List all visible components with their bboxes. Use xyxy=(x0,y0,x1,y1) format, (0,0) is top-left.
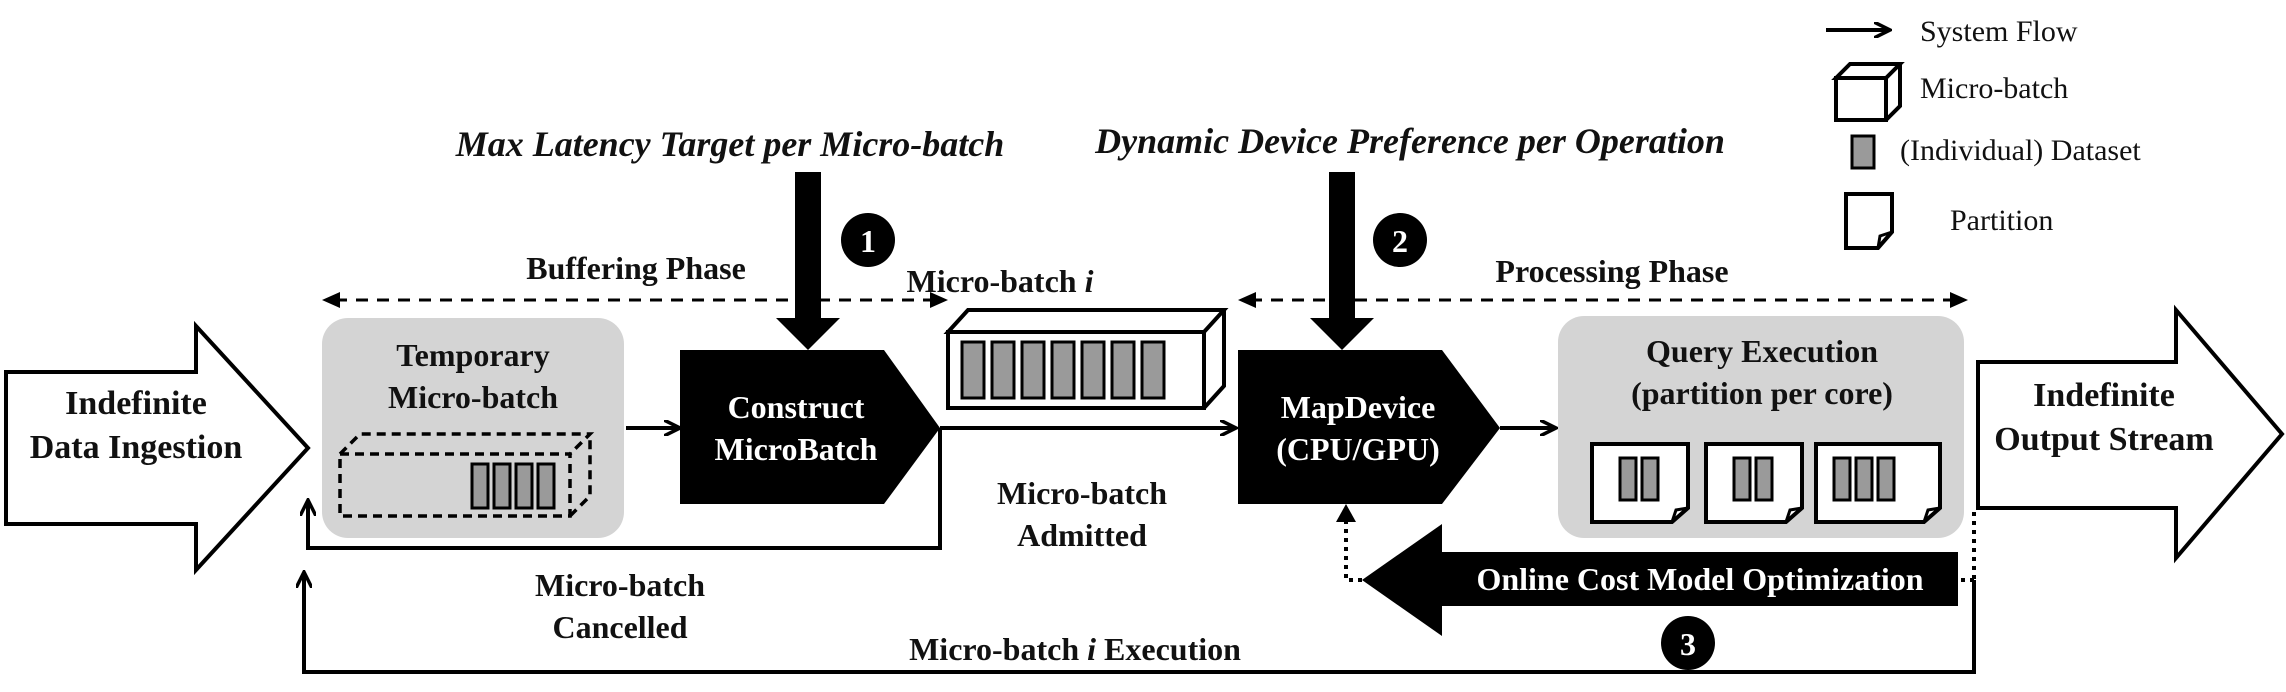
flow-cancelled xyxy=(308,428,942,550)
query-execution-node: Query Execution (partition per core) xyxy=(1558,316,1964,538)
svg-text:Indefinite: Indefinite xyxy=(65,385,207,422)
svg-text:Construct: Construct xyxy=(728,389,865,425)
legend-micro-batch-label: Micro-batch xyxy=(1920,72,2068,105)
cancelled-label-line2: Cancelled xyxy=(552,609,687,645)
micro-batch-i-cube xyxy=(943,308,1229,410)
svg-text:Data Ingestion: Data Ingestion xyxy=(30,429,243,466)
dataset-icon xyxy=(960,340,986,400)
device-preference-input-arrow xyxy=(1310,172,1374,350)
micro-batch-i-datasets xyxy=(960,340,1166,400)
dataset-icon xyxy=(492,462,512,510)
dataset-icon xyxy=(514,462,534,510)
dataset-icon xyxy=(470,462,490,510)
processing-phase-span xyxy=(1238,292,1968,308)
dataset-icon xyxy=(1854,456,1874,502)
step-badge-3: 3 xyxy=(1661,616,1715,670)
svg-text:Output Stream: Output Stream xyxy=(1994,421,2213,458)
temporary-micro-batch-node: Temporary Micro-batch xyxy=(322,318,624,538)
dataset-icon xyxy=(1050,340,1076,400)
step-badge-1: 1 xyxy=(841,213,895,267)
cost-model-optimization-node: Online Cost Model Optimization xyxy=(1362,524,1958,636)
cost-model-feedback-links xyxy=(1336,504,1976,582)
svg-text:2: 2 xyxy=(1392,223,1408,259)
output-stream-node: Indefinite Output Stream xyxy=(1976,304,2285,564)
dataset-icon xyxy=(1618,456,1638,502)
admitted-label-line1: Micro-batch xyxy=(997,475,1167,511)
processing-phase-label: Processing Phase xyxy=(1495,253,1728,289)
svg-text:Query Execution: Query Execution xyxy=(1646,333,1878,369)
device-preference-annotation: Dynamic Device Preference per Operation xyxy=(1094,121,1725,161)
temporary-datasets xyxy=(470,462,556,510)
partition-icon xyxy=(1590,442,1690,524)
svg-text:MapDevice: MapDevice xyxy=(1281,389,1436,425)
dataset-icon xyxy=(1640,456,1660,502)
svg-text:(partition per core): (partition per core) xyxy=(1631,375,1893,411)
svg-text:Indefinite: Indefinite xyxy=(2033,377,2175,414)
buffering-phase-span xyxy=(322,292,948,308)
legend-partition-label: Partition xyxy=(1950,204,2053,237)
dataset-icon xyxy=(1140,340,1166,400)
legend-system-flow-label: System Flow xyxy=(1920,15,2078,48)
step-badge-2: 2 xyxy=(1373,213,1427,267)
latency-input-arrow xyxy=(776,172,840,350)
buffering-phase-label: Buffering Phase xyxy=(526,250,746,286)
dataset-icon xyxy=(1732,456,1752,502)
dataset-icon xyxy=(1080,340,1106,400)
legend-dataset-label: (Individual) Dataset xyxy=(1900,134,2141,167)
legend: System Flow Micro-batch (Individual) Dat… xyxy=(1826,15,2141,250)
execution-loop-label: Micro-batch i Execution xyxy=(909,631,1241,667)
dataset-icon xyxy=(1832,456,1852,502)
dashed-micro-batch-cube xyxy=(338,432,595,518)
dataset-icon xyxy=(1110,340,1136,400)
construct-microbatch-node: Construct MicroBatch xyxy=(680,350,940,504)
cancelled-label-line1: Micro-batch xyxy=(535,567,705,603)
svg-text:MicroBatch: MicroBatch xyxy=(715,431,878,467)
legend-dataset-icon xyxy=(1850,134,1876,170)
svg-text:Temporary: Temporary xyxy=(396,337,549,373)
data-ingestion-node: Indefinite Data Ingestion xyxy=(4,320,311,576)
legend-partition-icon xyxy=(1844,192,1894,250)
dataset-icon xyxy=(1020,340,1046,400)
svg-text:1: 1 xyxy=(860,223,876,259)
svg-text:Online Cost Model Optimization: Online Cost Model Optimization xyxy=(1476,561,1923,597)
svg-text:3: 3 xyxy=(1680,626,1696,662)
mapdevice-node: MapDevice (CPU/GPU) xyxy=(1238,350,1500,504)
dataset-icon xyxy=(1876,456,1896,502)
flow-execution-loop xyxy=(304,572,1976,674)
dataset-icon xyxy=(990,340,1016,400)
dataset-icon xyxy=(536,462,556,510)
svg-text:(CPU/GPU): (CPU/GPU) xyxy=(1276,431,1440,467)
dataset-icon xyxy=(1754,456,1774,502)
partition-icon xyxy=(1814,442,1942,524)
partition-icon xyxy=(1704,442,1804,524)
max-latency-annotation: Max Latency Target per Micro-batch xyxy=(455,124,1005,164)
admitted-label-line2: Admitted xyxy=(1017,517,1147,553)
legend-micro-batch-cube-icon xyxy=(1831,62,1905,122)
micro-batch-i-label: Micro-batch i xyxy=(907,263,1094,299)
svg-text:Micro-batch: Micro-batch xyxy=(388,379,558,415)
